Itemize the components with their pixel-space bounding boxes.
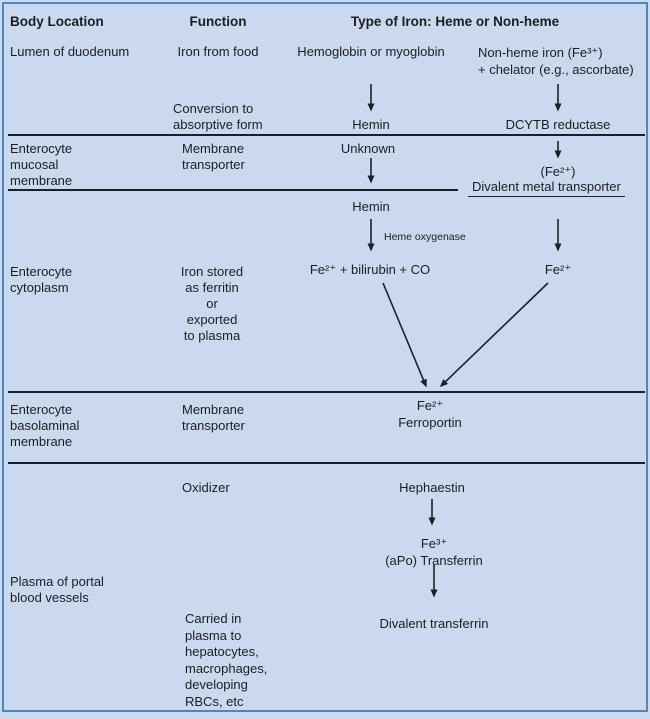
header-iron-type: Type of Iron: Heme or Non-heme xyxy=(350,14,560,29)
label-heme-oxygenase: Heme oxygenase xyxy=(384,231,466,243)
label-lumen-of-duodenum: Lumen of duodenum xyxy=(10,44,130,59)
divider-cytoplasm-basolaminal xyxy=(8,391,645,393)
label-iron-from-food: Iron from food xyxy=(177,44,259,59)
label-carried-in-plasma: Carried in plasma to hepatocytes, macrop… xyxy=(185,611,268,709)
label-conversion-to-absorptive-form: Conversion to absorptive form xyxy=(173,101,263,132)
label-nonheme-iron-chelator: Non-heme iron (Fe³⁺) + chelator (e.g., a… xyxy=(478,45,634,77)
label-hemin: Hemin xyxy=(352,117,390,132)
label-membrane-transporter-1: Membrane transporter xyxy=(182,141,245,172)
arrow-heme-products-to-ferroportin xyxy=(382,282,427,388)
header-function: Function xyxy=(189,14,247,29)
label-membrane-transporter-2: Membrane transporter xyxy=(182,402,245,433)
label-fe2-ferroportin: Fe²⁺ Ferroportin xyxy=(398,398,462,430)
label-divalent-transferrin: Divalent transferrin xyxy=(379,616,489,631)
label-fe2-bilirubin-co: Fe²⁺ + bilirubin + CO xyxy=(309,262,431,277)
divider-basolaminal-plasma xyxy=(8,462,645,464)
arrow-nonheme-fe2-to-ferroportin xyxy=(439,282,549,388)
label-hemoglobin-or-myoglobin: Hemoglobin or myoglobin xyxy=(297,44,445,59)
label-iron-stored-as-ferritin: Iron stored as ferritin or exported to p… xyxy=(180,264,244,343)
label-plasma-of-portal-blood-vessels: Plasma of portal blood vessels xyxy=(10,574,104,605)
label-enterocyte-cytoplasm: Enterocyte cytoplasm xyxy=(10,264,73,295)
label-enterocyte-mucosal-membrane: Enterocyte mucosal membrane xyxy=(10,141,73,188)
label-fe3-apo-transferrin: Fe³⁺ (aPo) Transferrin xyxy=(385,536,483,568)
header-body-location: Body Location xyxy=(10,14,104,29)
label-fe2-nonheme: Fe²⁺ xyxy=(544,262,572,277)
label-enterocyte-basolaminal-membrane: Enterocyte basolaminal membrane xyxy=(10,402,80,449)
divider-lumen-mucosal xyxy=(8,134,645,136)
label-dcytb-reductase: DCYTB reductase xyxy=(505,117,611,132)
label-divalent-metal-transporter: Divalent metal transporter xyxy=(468,179,625,197)
label-hephaestin: Hephaestin xyxy=(399,480,465,495)
label-hemin-2: Hemin xyxy=(352,199,390,214)
label-oxidizer: Oxidizer xyxy=(182,480,230,495)
label-unknown: Unknown xyxy=(340,141,396,156)
label-fe2-parenthesized: (Fe²⁺) xyxy=(540,164,576,179)
divider-mucosal-cytoplasm xyxy=(8,189,458,191)
